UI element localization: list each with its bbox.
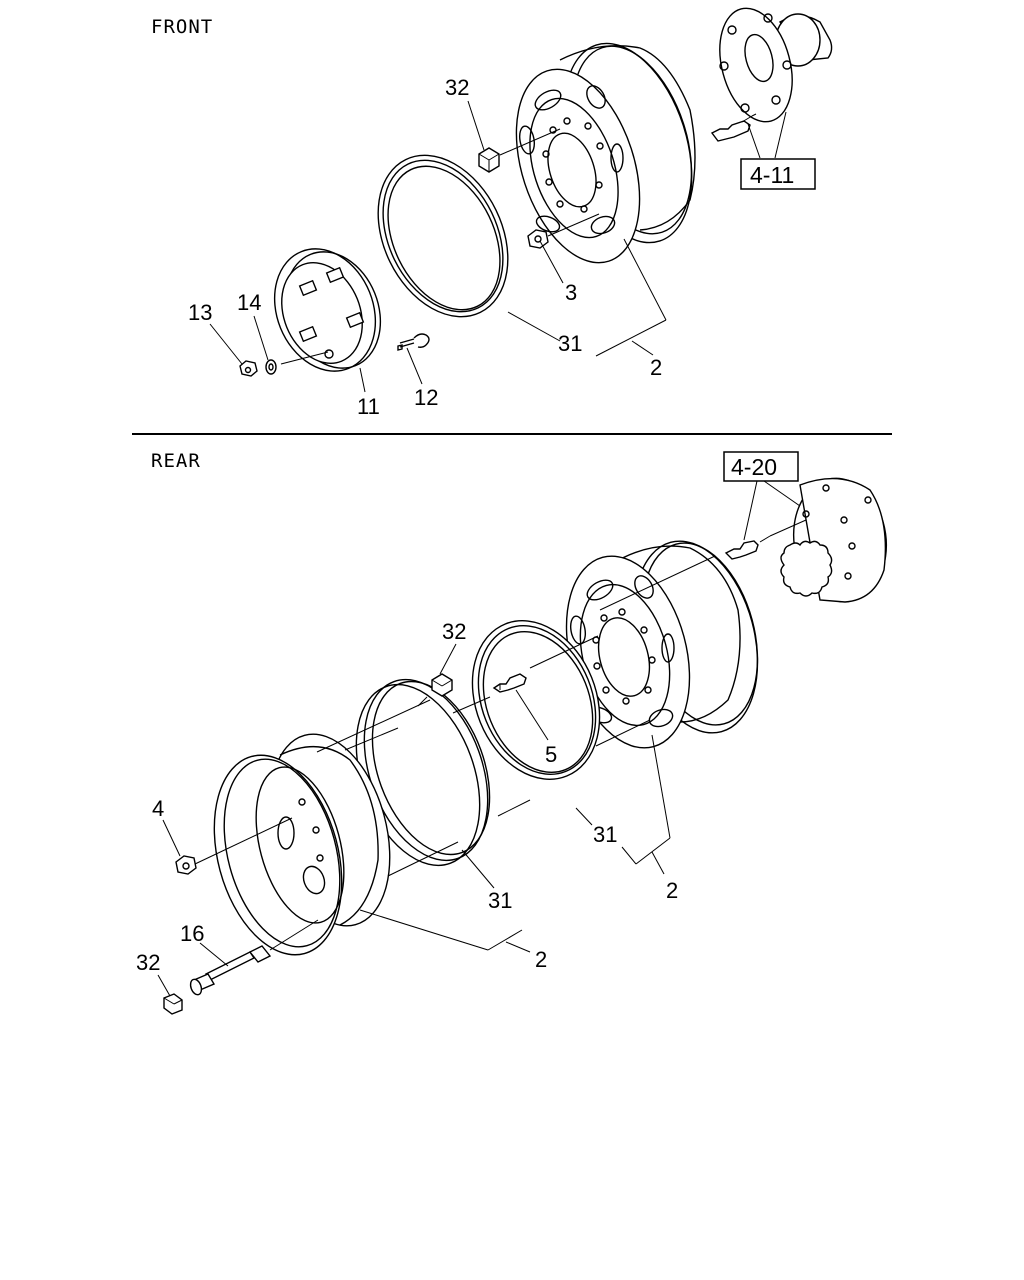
front-label-2: 2 — [650, 355, 662, 380]
rear-label-32-bottom: 32 — [136, 950, 160, 975]
rear-label-31-lower: 31 — [488, 888, 512, 913]
rear-hub — [780, 477, 888, 603]
front-label-12: 12 — [414, 385, 438, 410]
front-hub-bolt — [710, 115, 753, 142]
rear-label-31-right: 31 — [593, 822, 617, 847]
front-label-3: 3 — [565, 280, 577, 305]
rear-nut-32-bottom — [163, 993, 183, 1015]
front-nut-3 — [527, 229, 549, 249]
front-cover-plate — [273, 248, 382, 372]
front-label-13: 13 — [188, 300, 212, 325]
rear-leader-lines — [157, 480, 807, 997]
rear-label-5: 5 — [545, 742, 557, 767]
rear-inner-wheel-disc — [565, 540, 759, 749]
rear-ref-box[interactable]: 4-20 — [723, 451, 799, 482]
front-label-14: 14 — [237, 290, 261, 315]
rear-stud-5 — [492, 673, 527, 693]
front-wheel-disc — [515, 42, 696, 264]
front-leader-lines — [209, 100, 787, 393]
rear-outer-wheel-disc — [213, 733, 391, 956]
rear-label-2-lower: 2 — [535, 947, 547, 972]
front-washer-14 — [265, 359, 277, 375]
front-section-title: FRONT — [151, 16, 213, 38]
rear-ref-label: 4-20 — [731, 454, 777, 480]
rear-label-32-top: 32 — [442, 619, 466, 644]
rear-label-4: 4 — [152, 796, 164, 821]
rear-label-2-right: 2 — [666, 878, 678, 903]
rear-section-title: REAR — [151, 450, 201, 472]
rear-inner-ring — [471, 620, 601, 780]
rear-nut-4 — [175, 855, 197, 875]
front-label-11: 11 — [357, 394, 380, 419]
front-nut-13 — [239, 360, 258, 377]
front-valve-12 — [397, 333, 430, 351]
front-label-32: 32 — [445, 75, 469, 100]
front-ref-box[interactable]: 4-11 — [740, 158, 816, 190]
front-nut-32 — [478, 147, 500, 173]
front-label-31: 31 — [558, 331, 582, 356]
front-ring — [377, 154, 509, 318]
rear-hub-bolt — [724, 535, 771, 560]
rear-extension-16 — [189, 945, 272, 996]
rear-nut-32-top — [431, 673, 453, 697]
rear-label-16: 16 — [180, 921, 204, 946]
front-hub — [719, 7, 833, 123]
front-ref-label: 4-11 — [750, 162, 794, 188]
